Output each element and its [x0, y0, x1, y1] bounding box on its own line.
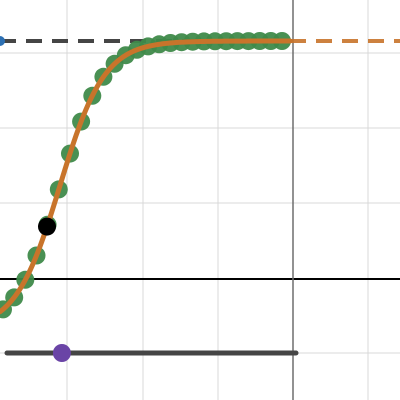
movable-point[interactable] [38, 217, 56, 236]
sample-points [0, 32, 291, 319]
slider-handle[interactable] [52, 344, 71, 362]
offscreen-point-marker[interactable] [0, 36, 5, 46]
sigmoid-curve[interactable] [0, 38, 293, 315]
